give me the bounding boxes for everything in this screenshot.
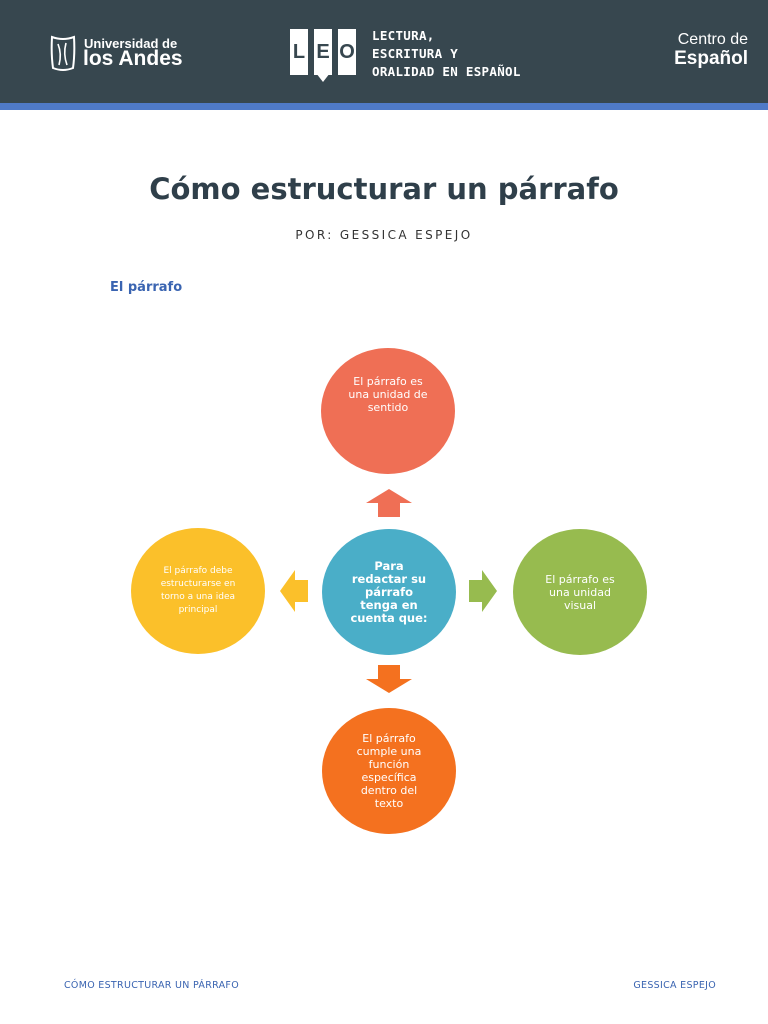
node-right-line3: visual xyxy=(563,598,597,612)
centro-line1: Centro de xyxy=(677,31,748,48)
node-left-line4: principal xyxy=(178,605,218,615)
leo-letter-l: L xyxy=(290,29,308,75)
node-left-line2: estructurarse en xyxy=(160,579,236,589)
node-center-line2: redactar su xyxy=(351,571,427,586)
node-top-line3: sentido xyxy=(367,400,409,414)
node-bottom-line2: cumple una xyxy=(356,745,422,758)
diagram-node-center: Para redactar su párrafo tenga en cuenta… xyxy=(322,529,456,655)
leo-letter-e: E xyxy=(314,29,332,75)
footer-author: GESSICA ESPEJO xyxy=(633,980,716,991)
node-bottom-line6: texto xyxy=(374,797,404,810)
centro-line2: Español xyxy=(674,48,748,69)
program-name: LECTURA, ESCRITURA Y ORALIDAD EN ESPAÑOL xyxy=(372,27,532,81)
pencil-tip-icon xyxy=(316,73,330,82)
node-top-line2: una unidad de xyxy=(348,387,428,401)
diagram-node-top: El párrafo es una unidad de sentido xyxy=(321,348,455,474)
node-left-line1: El párrafo debe xyxy=(163,566,233,576)
node-bottom-line5: dentro del xyxy=(360,784,418,797)
header-bar: Universidad de los Andes L E O LECTURA, … xyxy=(0,0,768,103)
leo-letter-o: O xyxy=(338,29,356,75)
university-name-line1: Universidad de xyxy=(84,36,178,51)
diagram-node-left: El párrafo debe estructurarse en torno a… xyxy=(131,528,265,654)
node-center-line3: párrafo xyxy=(364,584,413,599)
university-crest-icon xyxy=(50,35,76,71)
program-name-line1: LECTURA, xyxy=(372,28,435,43)
section-heading: El párrafo xyxy=(110,280,183,295)
node-right-line1: El párrafo es xyxy=(545,572,615,586)
node-bottom-line1: El párrafo xyxy=(362,732,416,745)
header-stripe xyxy=(0,103,768,110)
node-center-line1: Para xyxy=(374,558,404,573)
node-right-line2: una unidad xyxy=(549,585,611,599)
university-name-line2: los Andes xyxy=(83,47,183,70)
diagram-node-bottom: El párrafo cumple una función específica… xyxy=(322,708,456,834)
page-title: Cómo estructurar un párrafo xyxy=(149,172,619,206)
centro-espanol-logo[interactable]: Centro de Español xyxy=(674,31,748,69)
diagram-node-right: El párrafo es una unidad visual xyxy=(513,529,647,655)
program-name-line3: ORALIDAD EN ESPAÑOL xyxy=(372,64,521,79)
arrow-left-icon xyxy=(280,570,308,612)
node-bottom-line3: función xyxy=(368,758,410,771)
footer-title: CÓMO ESTRUCTURAR UN PÁRRAFO xyxy=(64,980,239,991)
arrow-up-icon xyxy=(366,489,412,517)
node-left-line3: torno a una idea xyxy=(160,592,236,602)
arrow-down-icon xyxy=(366,665,412,693)
node-center-line4: tenga en xyxy=(360,597,418,612)
node-center-line5: cuenta que: xyxy=(350,610,428,625)
node-top-line1: El párrafo es xyxy=(353,374,423,388)
node-bottom-line4: específica xyxy=(361,771,417,784)
program-name-line2: ESCRITURA Y xyxy=(372,46,459,61)
arrow-right-icon xyxy=(469,570,497,612)
author-byline: POR: GESSICA ESPEJO xyxy=(295,228,473,242)
